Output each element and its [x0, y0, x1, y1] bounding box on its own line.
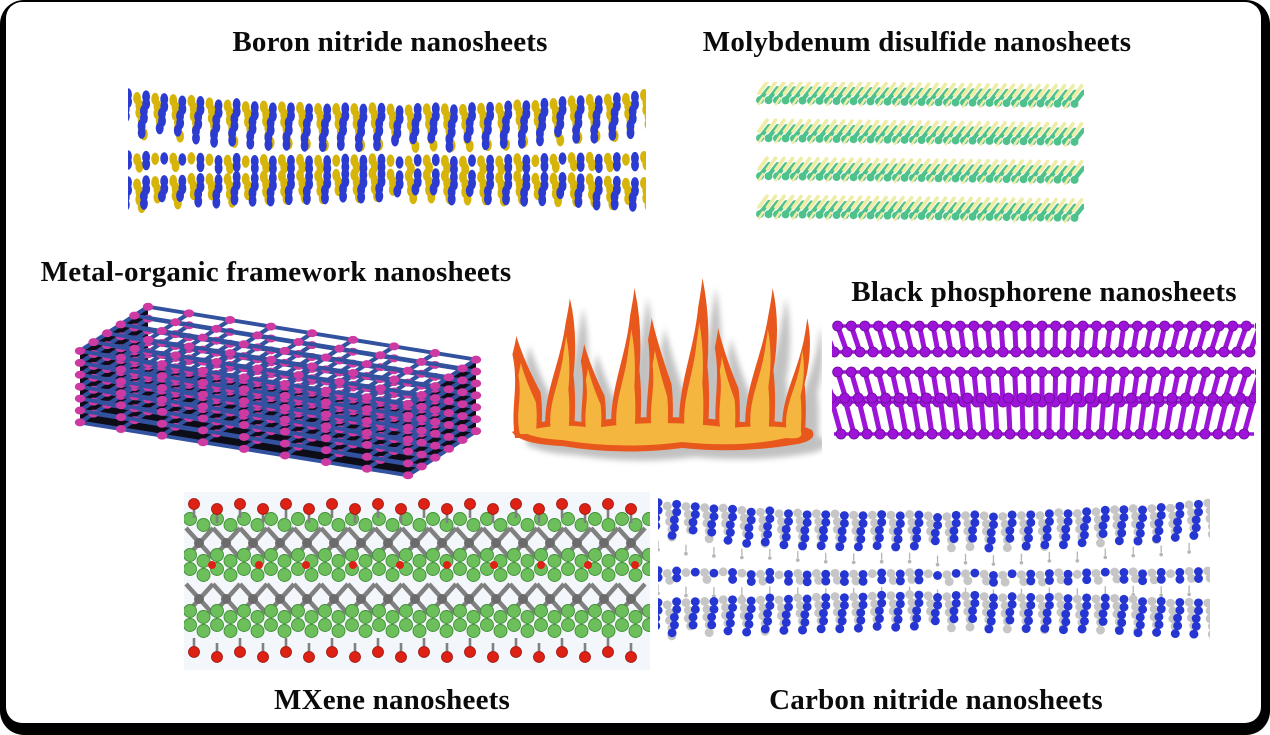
carbon-nitride-structure: [658, 498, 1210, 641]
mxene-structure: [184, 492, 650, 670]
metal-organic-framework-structure: [74, 302, 482, 480]
title-molybdenum-disulfide: Molybdenum disulfide nanosheets: [702, 26, 1132, 58]
figure-canvas: Boron nitride nanosheets Molybdenum disu…: [6, 2, 1261, 723]
title-black-phosphorene: Black phosphorene nanosheets: [851, 276, 1237, 308]
molybdenum-disulfide-structure: [756, 82, 1084, 224]
flame-icon: [512, 278, 822, 461]
black-phosphorene-structure: [832, 320, 1256, 440]
boron-nitride-structure: [128, 88, 646, 214]
title-mxene: MXene nanosheets: [274, 684, 510, 716]
title-metal-organic-framework: Metal-organic framework nanosheets: [40, 256, 512, 288]
title-boron-nitride: Boron nitride nanosheets: [232, 26, 548, 58]
title-carbon-nitride: Carbon nitride nanosheets: [769, 684, 1103, 716]
